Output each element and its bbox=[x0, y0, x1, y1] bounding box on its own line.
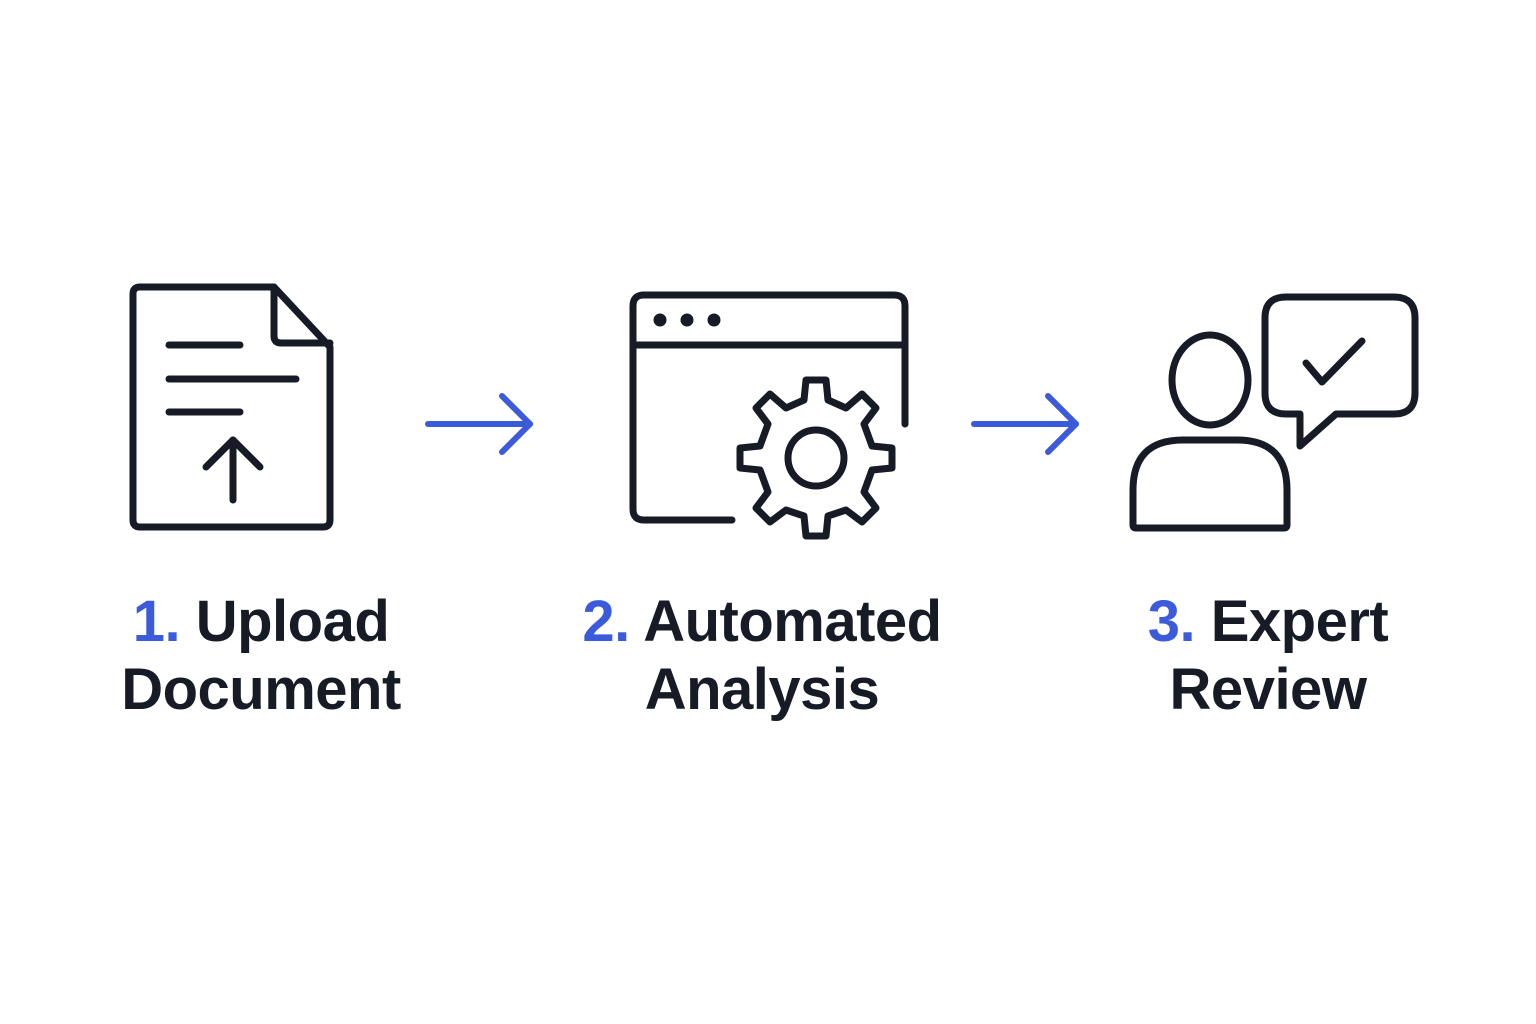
arrow-right-icon bbox=[420, 390, 540, 463]
step-3-title-line-2: Review bbox=[1169, 657, 1367, 722]
step-1-title-line-2: Document bbox=[121, 657, 401, 722]
step-3-title-line-1: 3. Expert bbox=[1058, 588, 1478, 656]
browser-gear-icon bbox=[626, 288, 910, 544]
step-3-title-word-1: Expert bbox=[1210, 589, 1389, 654]
step-3-number: 3. bbox=[1147, 589, 1196, 654]
step-1-label: 1. Upload Document bbox=[51, 588, 471, 724]
arrow-right-icon bbox=[966, 390, 1086, 463]
step-1-number: 1. bbox=[132, 589, 181, 654]
step-1-title-word-1: Upload bbox=[195, 589, 390, 654]
document-upload-icon bbox=[126, 280, 338, 536]
step-3-label: 3. Expert Review bbox=[1058, 588, 1478, 724]
step-2-title-line-1: 2. Automated bbox=[552, 588, 972, 656]
step-2-title-line-2: Analysis bbox=[644, 657, 880, 722]
step-2-label: 2. Automated Analysis bbox=[552, 588, 972, 724]
person-chat-check-icon bbox=[1126, 290, 1426, 536]
step-2-title-word-1: Automated bbox=[643, 589, 942, 654]
step-1-title-line-1: 1. Upload bbox=[51, 588, 471, 656]
step-2-number: 2. bbox=[582, 589, 630, 654]
